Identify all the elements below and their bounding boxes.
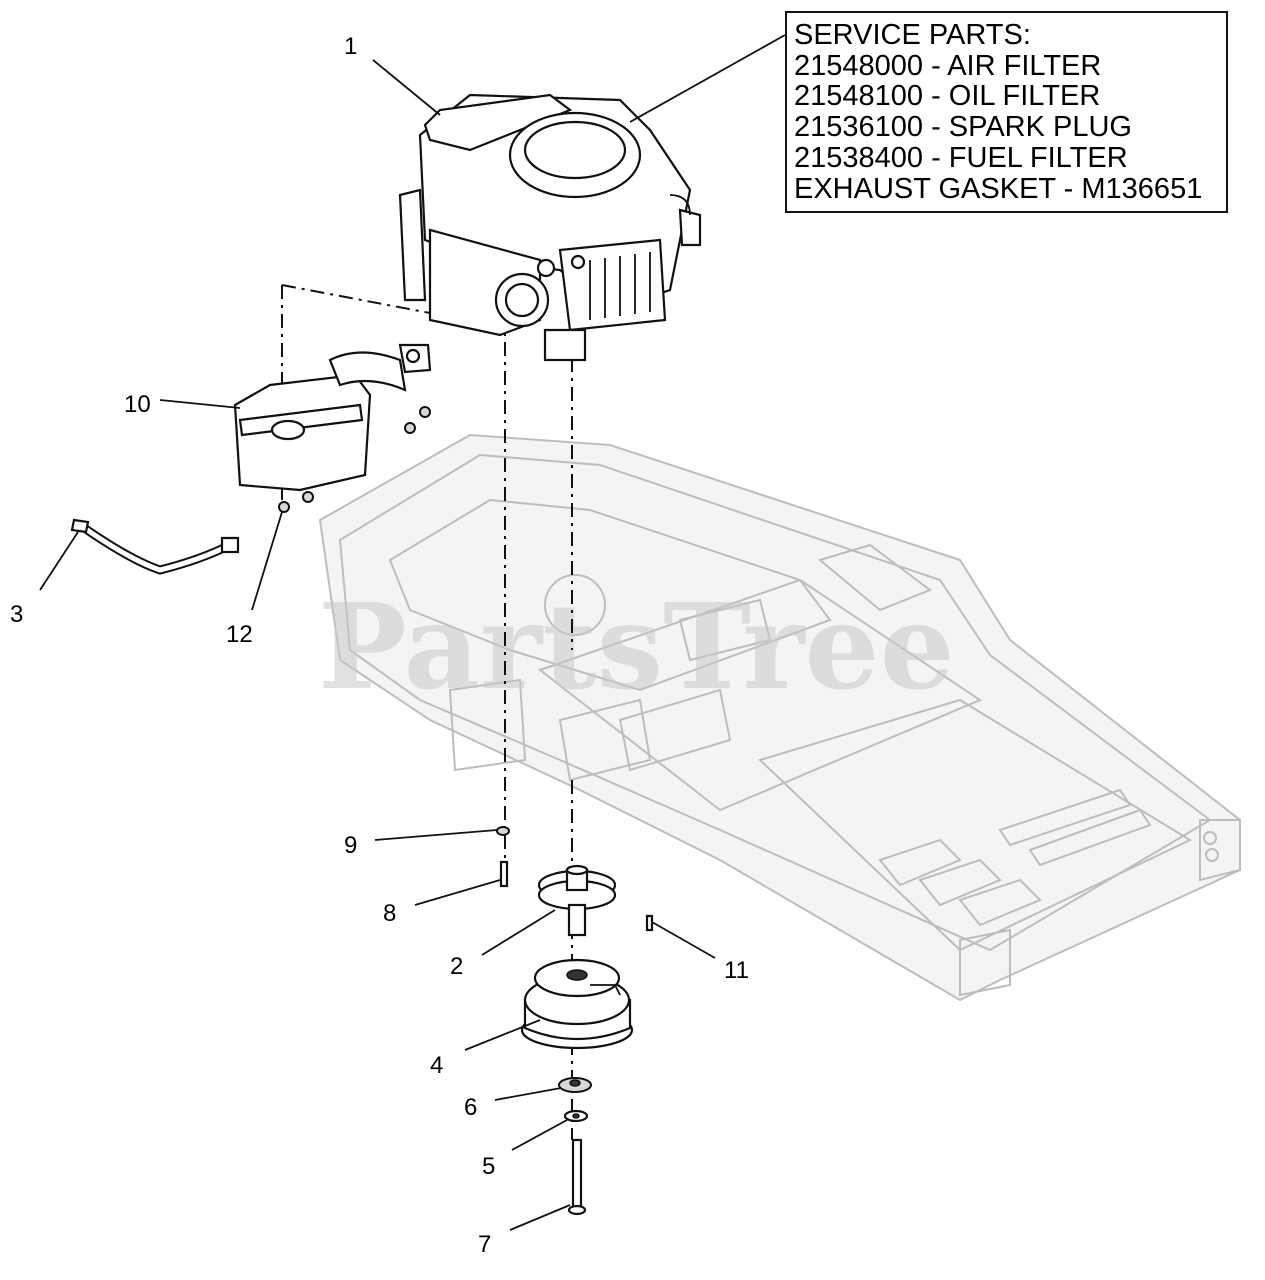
callout-9: 9 (344, 832, 357, 859)
callout-10: 10 (124, 391, 151, 418)
mower-frame (318, 433, 1241, 1002)
service-part-exhaust-gasket: EXHAUST GASKET - M136651 (794, 173, 1202, 205)
callout-labels: 1 2 3 4 5 6 7 8 9 10 11 12 (10, 33, 749, 1258)
service-part-fuel-filter: 21538400 - FUEL FILTER (794, 142, 1128, 174)
clutch (520, 958, 634, 1050)
callout-12: 12 (226, 621, 253, 648)
callout-8: 8 (383, 900, 396, 927)
callout-7: 7 (478, 1231, 491, 1258)
leader-lines (39, 34, 786, 1231)
service-part-spark-plug: 21536100 - SPARK PLUG (794, 111, 1132, 143)
nuts (278, 406, 431, 513)
pulley (537, 864, 617, 937)
service-part-oil-filter: 21548100 - OIL FILTER (794, 80, 1100, 112)
fuel-line (70, 518, 240, 575)
callout-3: 3 (10, 601, 23, 628)
watermark-text: PartsTree (318, 577, 955, 716)
callout-5: 5 (482, 1153, 495, 1180)
callout-1: 1 (344, 33, 357, 60)
callout-4: 4 (430, 1052, 443, 1079)
callout-6: 6 (464, 1094, 477, 1121)
service-parts-heading: SERVICE PARTS: (794, 19, 1031, 51)
callout-2: 2 (450, 953, 463, 980)
service-part-air-filter: 21548000 - AIR FILTER (794, 50, 1101, 82)
hardware (496, 826, 654, 1216)
service-parts-box: SERVICE PARTS: 21548000 - AIR FILTER 215… (785, 11, 1228, 213)
engine-assembly (398, 93, 702, 362)
callout-11: 11 (724, 957, 749, 984)
muffler (233, 343, 432, 492)
